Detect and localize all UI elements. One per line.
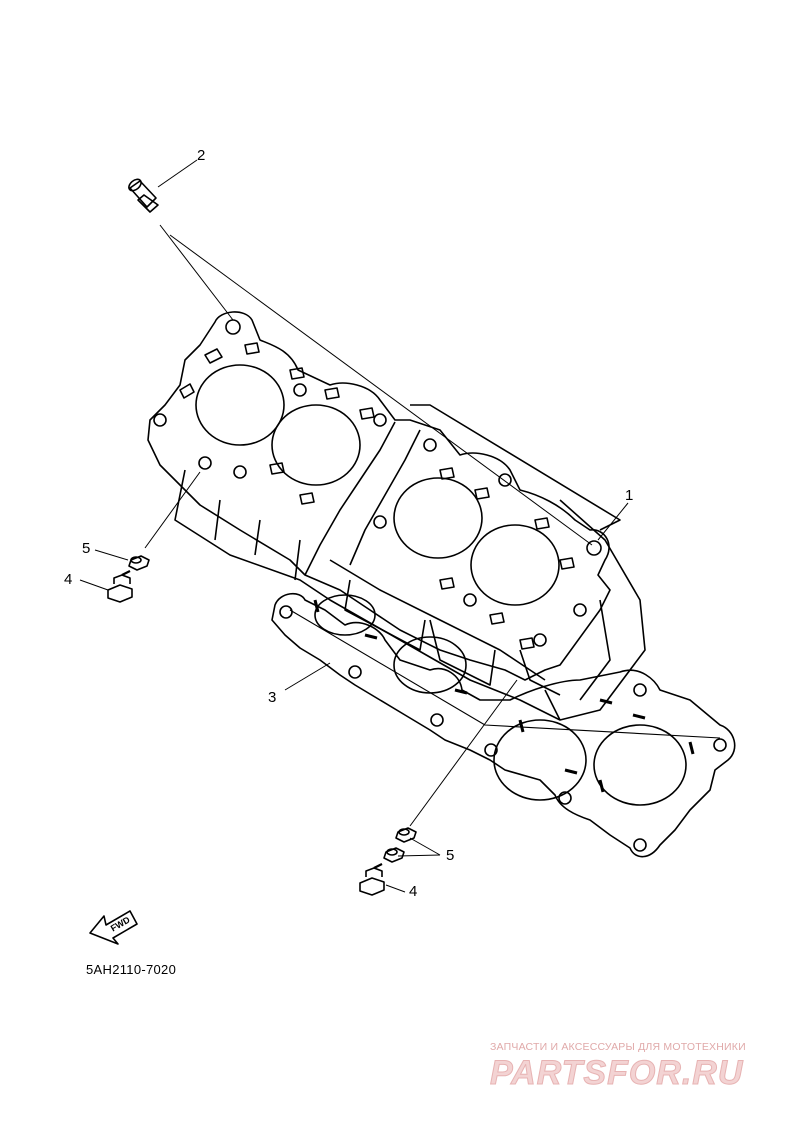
bolt-part-4-lower (359, 863, 385, 896)
washer-part-5-upper (128, 555, 150, 571)
callout-label-4-upper: 4 (64, 571, 73, 588)
dowel-pin-part-2 (128, 178, 159, 213)
callout-label-5-lower: 5 (446, 847, 455, 864)
callout-label-2: 2 (197, 147, 206, 164)
base-gasket-part-3 (271, 592, 736, 858)
watermark-tagline: ЗАПЧАСТИ И АКСЕССУАРЫ ДЛЯ МОТОТЕХНИКИ (490, 1041, 746, 1053)
callout-label-5-upper: 5 (82, 540, 91, 557)
washer-part-5-lower-b (383, 847, 405, 863)
callout-label-3: 3 (268, 689, 277, 706)
washer-part-5-lower-a (395, 827, 417, 843)
watermark-logo: PARTSFOR.RU (489, 1054, 744, 1093)
fwd-arrow-icon (89, 910, 138, 945)
callout-label-1: 1 (625, 487, 634, 504)
callout-label-4-lower: 4 (409, 883, 418, 900)
bolt-part-4-upper (107, 570, 133, 603)
diagram-code: 5AH2110-7020 (86, 962, 177, 977)
leader-lines (79, 159, 629, 893)
cylinder-block-part-1 (147, 311, 646, 721)
